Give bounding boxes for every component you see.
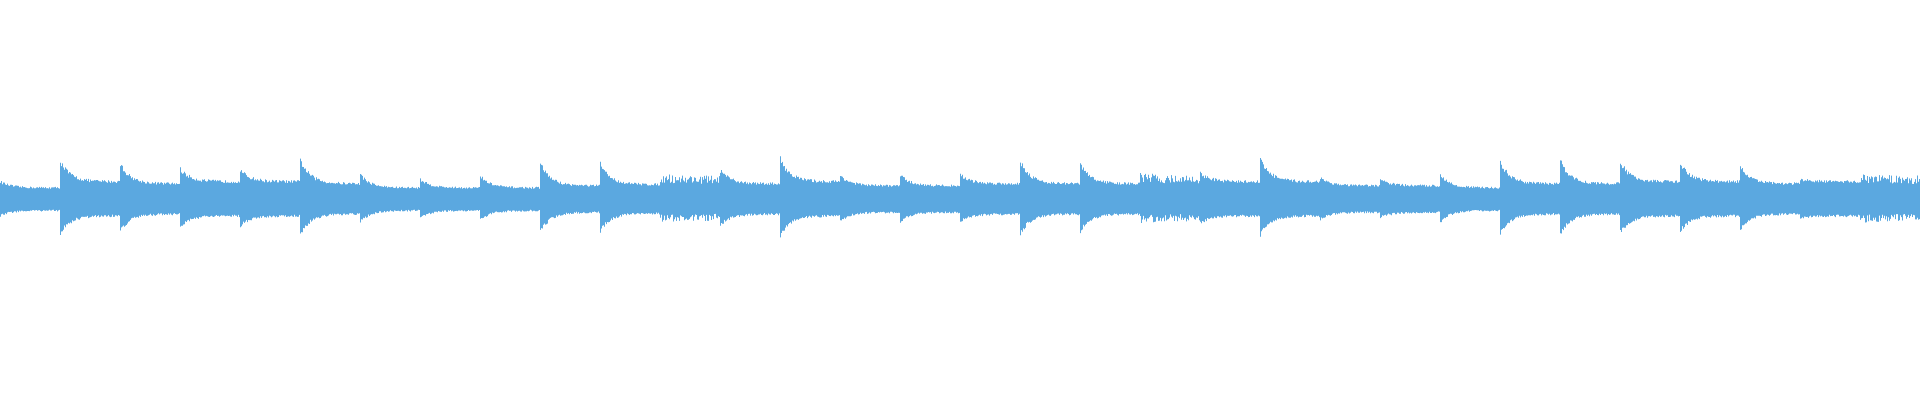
waveform-center-band	[0, 194, 1920, 206]
waveform-trace	[0, 156, 1920, 238]
